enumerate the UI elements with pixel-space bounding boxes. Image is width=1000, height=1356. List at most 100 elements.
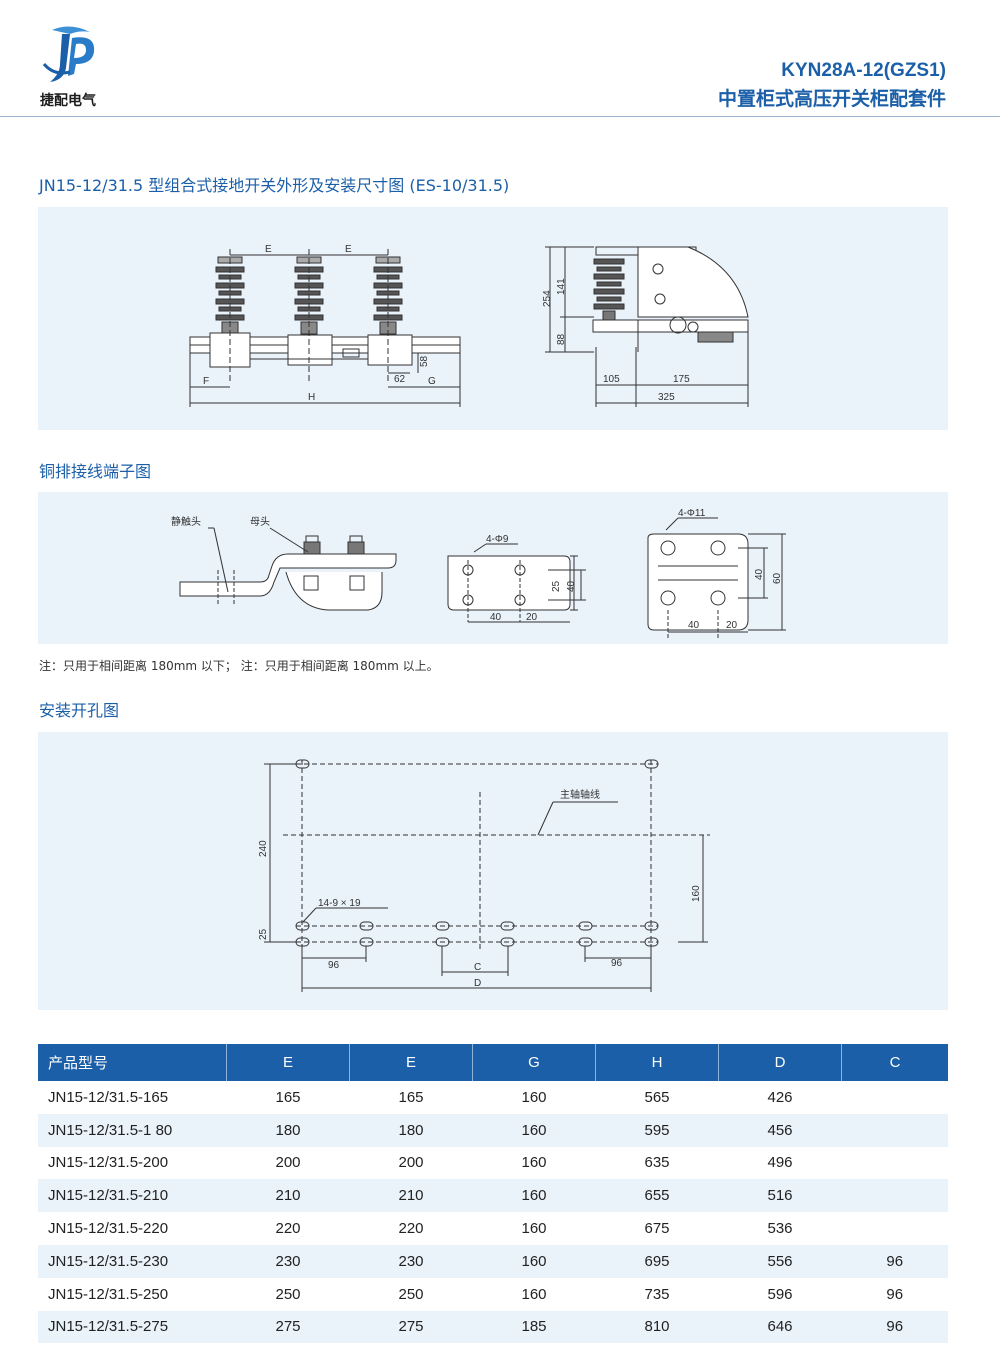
cell-e2: 275 — [349, 1310, 473, 1344]
outline-drawing: E E F H G 62 58 — [189, 244, 749, 407]
cell-e2: 200 — [398, 1154, 424, 1172]
dim-large-40: 40 — [688, 620, 700, 631]
cell-h: 635 — [644, 1154, 670, 1172]
dim-small-25: 25 — [551, 580, 562, 592]
label-mount-holes: 14-9 × 19 — [318, 898, 361, 909]
terminal-plate-large — [647, 517, 786, 638]
cell-e1: 210 — [226, 1179, 350, 1213]
terminal-plate-small — [447, 543, 586, 623]
cell-e1: 200 — [275, 1154, 301, 1172]
terminal-note: 注：只用于相间距离 180mm 以下； 注：只用于相间距离 180mm 以上。 — [39, 659, 439, 673]
dim-141: 141 — [556, 278, 567, 295]
cell-h: 695 — [595, 1244, 719, 1278]
cell-g: 160 — [472, 1244, 596, 1278]
dim-e1: E — [265, 244, 272, 255]
label-main-axis: 主轴轴线 — [560, 788, 600, 801]
cell-model: JN15-12/31.5-165 — [48, 1088, 169, 1106]
cell-e2: 165 — [398, 1088, 424, 1106]
cell-model: JN15-12/31.5-250 — [48, 1285, 169, 1303]
dim-small-40: 40 — [490, 612, 502, 623]
side-view — [545, 246, 749, 407]
cell-h: 655 — [595, 1179, 719, 1213]
mounting-drawing-panel: 主轴轴线 14-9 × 19 240 25 160 96 C 96 D — [38, 732, 948, 1010]
header-title: 中置柜式高压开关柜配套件 — [717, 88, 946, 110]
dim-e2: E — [345, 244, 352, 255]
cell-c — [842, 1081, 949, 1114]
mounting-holes — [295, 759, 659, 947]
dim-58: 58 — [419, 355, 430, 367]
label-bus-head: 母头 — [250, 516, 270, 528]
label-holes-small: 4-Φ9 — [486, 534, 509, 545]
dim-96-right: 96 — [611, 958, 623, 969]
cell-c: 96 — [886, 1285, 904, 1303]
cell-d: 536 — [767, 1220, 793, 1238]
cell-model: JN15-12/31.5-200 — [48, 1154, 169, 1172]
cell-g: 160 — [521, 1285, 547, 1303]
cell-h: 595 — [595, 1113, 719, 1147]
cell-c — [842, 1212, 949, 1245]
company-logo: 捷配电气 — [40, 24, 110, 109]
cell-h: 735 — [644, 1285, 670, 1303]
cell-h: 675 — [644, 1220, 670, 1238]
cell-d: 426 — [767, 1088, 793, 1106]
dim-325: 325 — [658, 392, 675, 403]
cell-d: 496 — [767, 1154, 793, 1172]
dim-62: 62 — [394, 374, 406, 385]
dim-large-60: 60 — [772, 572, 783, 584]
table-header-row: 产品型号 E E G H D C — [38, 1044, 948, 1081]
cell-g: 160 — [521, 1220, 547, 1238]
col-e2: E — [349, 1044, 473, 1081]
cell-c: 96 — [841, 1244, 948, 1278]
logo-mark-icon — [42, 26, 95, 82]
dim-88: 88 — [556, 333, 567, 345]
cell-d: 646 — [718, 1310, 842, 1344]
cell-e1: 250 — [275, 1285, 301, 1303]
dim-240: 240 — [258, 840, 269, 857]
col-e1: E — [226, 1044, 350, 1081]
cell-e2: 230 — [349, 1244, 473, 1278]
header-divider — [0, 116, 1000, 117]
cell-model: JN15-12/31.5-1 80 — [38, 1113, 227, 1147]
col-model: 产品型号 — [38, 1044, 227, 1081]
logo-text: 捷配电气 — [40, 93, 96, 109]
cell-g: 185 — [472, 1310, 596, 1344]
col-g: G — [472, 1044, 596, 1081]
col-c: C — [841, 1044, 948, 1081]
header-model: KYN28A-12(GZS1) — [781, 60, 946, 81]
cell-d: 456 — [718, 1113, 842, 1147]
terminal-drawing: 静触头 母头 4-Φ9 40 20 25 40 — [171, 508, 786, 638]
cell-g: 160 — [472, 1179, 596, 1213]
cell-e1: 165 — [275, 1088, 301, 1106]
section-title-terminal: 铜排接线端子图 — [39, 462, 152, 481]
dim-g: G — [428, 376, 436, 387]
label-holes-large: 4-Φ11 — [678, 508, 706, 519]
col-d: D — [718, 1044, 842, 1081]
cell-h: 565 — [644, 1088, 670, 1106]
section-title-outline: JN15-12/31.5 型组合式接地开关外形及安装尺寸图 (ES-10/31.… — [39, 176, 510, 195]
cell-model: JN15-12/31.5-210 — [38, 1179, 227, 1213]
cell-e1: 220 — [275, 1220, 301, 1238]
dim-c: C — [474, 962, 481, 973]
dim-254: 254 — [542, 290, 553, 307]
dim-25: 25 — [258, 928, 269, 940]
dim-large-20: 20 — [726, 620, 738, 631]
dim-h: H — [308, 392, 315, 403]
cell-e1: 230 — [226, 1244, 350, 1278]
busbar-terminal-side — [179, 527, 397, 611]
col-h: H — [595, 1044, 719, 1081]
dim-d: D — [474, 978, 481, 989]
cell-c — [841, 1179, 948, 1213]
cell-c: 96 — [841, 1310, 948, 1344]
dim-f: F — [203, 376, 209, 387]
terminal-drawing-panel: 静触头 母头 4-Φ9 40 20 25 40 — [38, 492, 948, 644]
cell-model: JN15-12/31.5-220 — [48, 1220, 169, 1238]
cell-model: JN15-12/31.5-275 — [38, 1310, 227, 1344]
cell-d: 596 — [767, 1285, 793, 1303]
cell-d: 516 — [718, 1179, 842, 1213]
